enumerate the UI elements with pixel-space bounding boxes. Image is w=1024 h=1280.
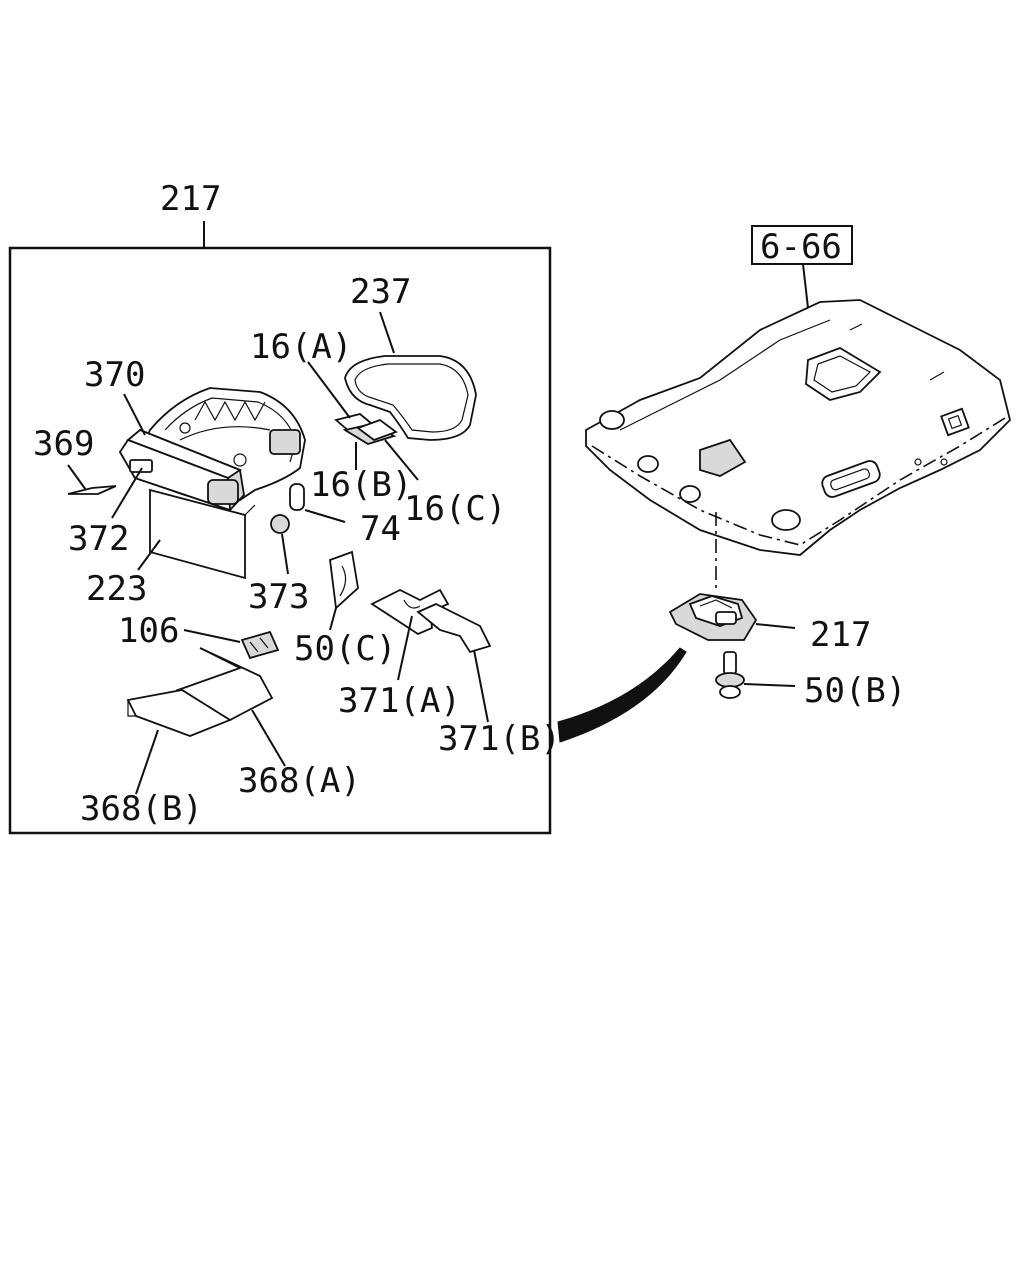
part-237-pad: 237 — [344, 272, 477, 441]
part-console-housing: 370 372 223 — [68, 355, 306, 609]
part-50b-screw: 50(B) — [715, 651, 906, 711]
label-16c: 16(C) — [404, 489, 506, 529]
label-371a: 371(A) — [338, 681, 461, 721]
part-106-block: 106 — [118, 611, 280, 660]
detail-box-217: 217 — [8, 179, 552, 835]
part-16-pads: 16(A) 16(B) 16(C) — [250, 327, 506, 529]
part-371-brackets: 371(A) 371(B) — [338, 588, 561, 759]
label-50c: 50(C) — [294, 629, 396, 669]
label-16a: 16(A) — [250, 327, 352, 367]
part-373-knob: 373 — [248, 514, 309, 617]
label-74: 74 — [360, 509, 401, 549]
label-16b: 16(B) — [310, 465, 412, 505]
label-217-installed: 217 — [810, 615, 871, 655]
callout-arrow — [557, 647, 687, 743]
part-368-pads: 368(A) 368(B) — [80, 647, 361, 829]
label-370: 370 — [84, 355, 145, 395]
label-369: 369 — [33, 424, 94, 464]
label-368a: 368(A) — [238, 761, 361, 801]
label-6-66: 6-66 — [760, 227, 842, 267]
label-217-assembly: 217 — [160, 179, 221, 219]
part-50c-tape: 50(C) — [294, 550, 396, 669]
label-50b: 50(B) — [804, 671, 906, 711]
label-371b: 371(B) — [438, 719, 561, 759]
label-368b: 368(B) — [80, 789, 203, 829]
part-217-console-installed: 217 — [668, 593, 871, 655]
part-369-clip: 369 — [33, 424, 117, 495]
ref-6-66-box: 6-66 — [751, 225, 853, 309]
label-372: 372 — [68, 519, 129, 559]
label-237: 237 — [350, 272, 411, 312]
part-74-bulb: 74 — [289, 483, 401, 549]
label-373: 373 — [248, 577, 309, 617]
label-223: 223 — [86, 569, 147, 609]
part-headliner — [585, 299, 1011, 590]
label-106: 106 — [118, 611, 179, 651]
